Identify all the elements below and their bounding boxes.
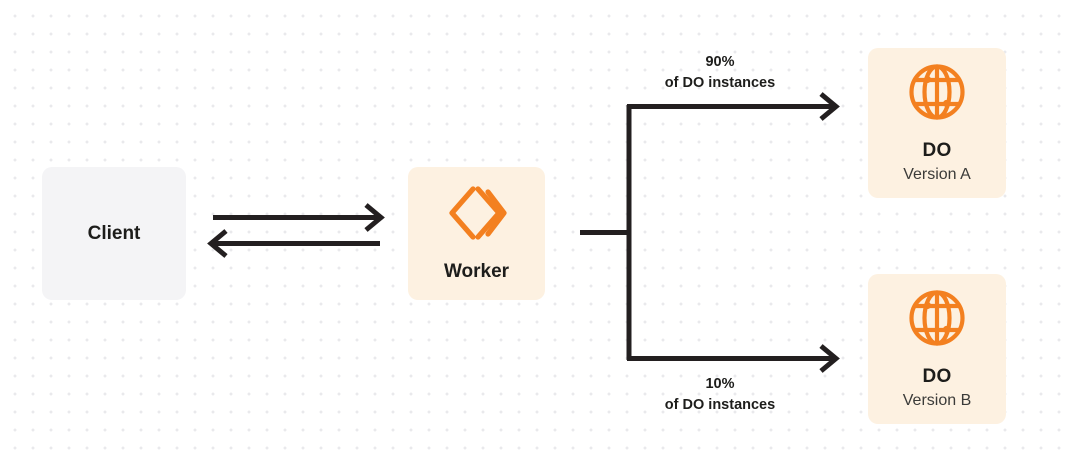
edge-worker-to-client (207, 229, 380, 258)
node-do-b-sublabel: Version B (902, 391, 972, 409)
edge-branch-spine (580, 105, 632, 360)
node-client-label: Client (87, 222, 141, 244)
node-do-a-label: DO (922, 140, 952, 162)
globe-icon (907, 288, 967, 353)
node-do-a-sublabel: Version A (903, 165, 971, 183)
edge-label-do-a-caption: of DO instances (664, 75, 776, 92)
node-worker[interactable]: Worker (408, 167, 545, 300)
edge-worker-to-do-b (627, 344, 840, 373)
cloudflare-workers-icon (445, 184, 509, 247)
edge-client-to-worker (213, 203, 385, 232)
edge-label-do-a-percent: 90% (705, 54, 735, 70)
edge-worker-to-do-a (627, 92, 840, 121)
node-do-version-b[interactable]: DO Version B (868, 274, 1006, 424)
globe-icon (907, 62, 967, 127)
edge-label-do-b-percent: 10% (705, 376, 735, 392)
node-do-b-label: DO (922, 366, 952, 388)
node-client[interactable]: Client (42, 167, 186, 300)
edge-label-do-b: 10% of DO instances (612, 374, 828, 416)
node-worker-label: Worker (443, 261, 510, 282)
node-do-version-a[interactable]: DO Version A (868, 48, 1006, 198)
edge-label-do-a: 90% of DO instances (612, 52, 828, 94)
edge-label-do-b-caption: of DO instances (664, 397, 776, 414)
